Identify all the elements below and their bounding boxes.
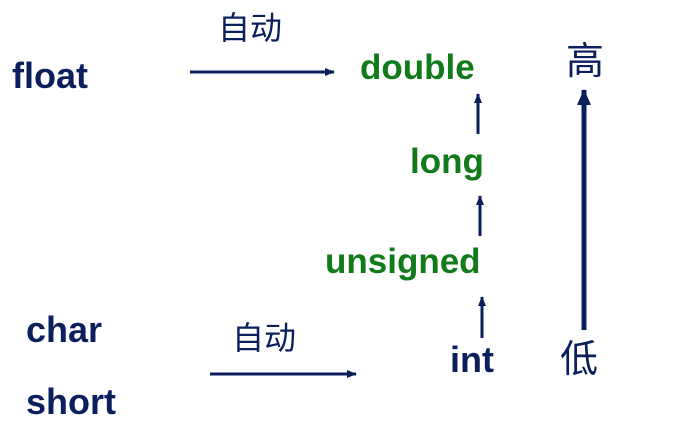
long-label: long [410, 142, 484, 181]
char-label: char [26, 309, 103, 350]
high-label: 高 [566, 39, 605, 83]
float-label: float [12, 55, 88, 96]
unsigned-label: unsigned [325, 242, 481, 281]
short-label: short [26, 381, 116, 422]
low-label: 低 [560, 337, 599, 381]
auto-label-bottom: 自动 [232, 319, 297, 357]
auto-label-top: 自动 [218, 9, 283, 47]
int-label: int [450, 339, 494, 380]
double-label: double [360, 48, 475, 87]
